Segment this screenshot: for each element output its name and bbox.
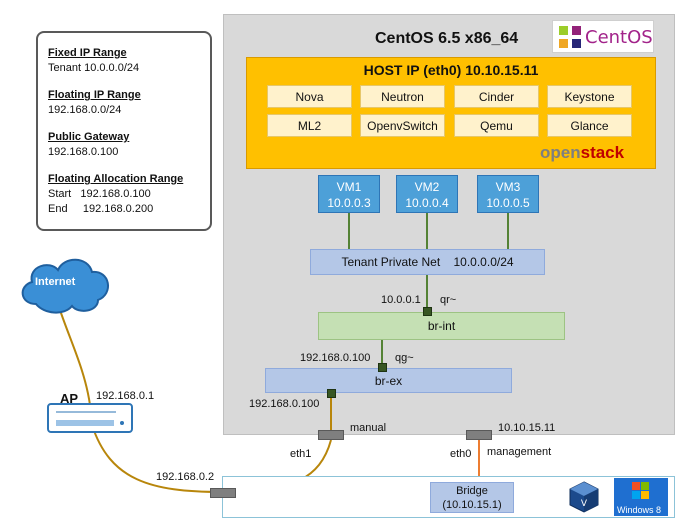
vm1-ip: 10.0.0.3 <box>327 196 371 210</box>
internet-label: Internet <box>35 276 76 288</box>
link-ap-internet <box>59 309 91 406</box>
centos-emblem-icon <box>557 24 583 50</box>
br-ex-bridge: br-ex <box>265 368 512 393</box>
vm3-ip: 10.0.0.5 <box>486 196 530 210</box>
eth1-port <box>318 430 344 440</box>
br-int-bridge: br-int <box>318 312 565 340</box>
internet-cloud-icon <box>21 258 109 314</box>
service-openvswitch: OpenvSwitch <box>360 114 445 137</box>
link-hostport-ap <box>91 424 223 493</box>
ip-info-panel: Fixed IP Range Tenant 10.0.0.0/24 Floati… <box>36 31 212 231</box>
brex-port <box>327 389 336 398</box>
virtualbox-icon: V <box>569 481 599 513</box>
qr-ip-label: 10.0.0.1 <box>381 294 421 306</box>
windows8-label: Windows 8 <box>617 505 662 515</box>
eth0-port <box>466 430 492 440</box>
qr-port <box>423 307 432 316</box>
bridge-label: Bridge <box>456 485 488 497</box>
openstack-logo-part2: stack <box>580 143 625 162</box>
host-physical-ip-label: 192.168.0.2 <box>156 471 215 483</box>
allocation-start: Start 192.168.0.100 <box>48 188 151 200</box>
brex-ip-label: 192.168.0.100 <box>249 398 320 410</box>
eth1-label: eth1 <box>290 448 312 460</box>
gateway-title: Public Gateway <box>48 131 130 143</box>
floating-ip-value: 192.168.0.0/24 <box>48 104 122 116</box>
host-ip-title: HOST IP (eth0) 10.10.15.11 <box>363 62 539 78</box>
qg-ip-label: 192.168.0.100 <box>300 352 371 364</box>
eth0-ip-label: 10.10.15.11 <box>498 422 556 434</box>
vm1-name: VM1 <box>336 180 362 194</box>
ap-ip-label: 192.168.0.1 <box>96 390 155 402</box>
vm3-name: VM3 <box>495 180 521 194</box>
ap-label: AP <box>60 391 79 406</box>
windows8-logo: Windows 8 <box>614 478 668 516</box>
host-physical-port <box>210 488 236 498</box>
openstack-logo-part1: open <box>540 143 581 162</box>
service-ml2: ML2 <box>267 114 352 137</box>
qg-port <box>378 363 387 372</box>
openstack-panel <box>246 57 656 169</box>
service-glance: Glance <box>547 114 632 137</box>
vm2-name: VM2 <box>414 180 440 194</box>
management-label: management <box>487 446 552 458</box>
allocation-title: Floating Allocation Range <box>48 173 184 185</box>
service-keystone: Keystone <box>547 85 632 108</box>
qg-label: qg~ <box>395 352 414 364</box>
service-nova: Nova <box>267 85 352 108</box>
fixed-ip-value: Tenant 10.0.0.0/24 <box>48 62 140 74</box>
windows-flag-icon <box>632 482 649 499</box>
bridge-ip-label: (10.10.15.1) <box>442 499 502 511</box>
manual-label: manual <box>350 422 387 434</box>
openstack-logo: openstack <box>540 143 624 163</box>
qr-label: qr~ <box>440 294 457 306</box>
svg-text:V: V <box>581 499 588 509</box>
vm2: VM2 10.0.0.4 <box>396 175 458 213</box>
os-title: CentOS 6.5 x86_64 <box>375 30 519 47</box>
floating-ip-title: Floating IP Range <box>48 89 141 101</box>
vm2-ip: 10.0.0.4 <box>405 196 449 210</box>
centos-logo: CentOS <box>552 20 654 53</box>
vm3: VM3 10.0.0.5 <box>477 175 539 213</box>
ap-router-icon <box>47 403 133 433</box>
gateway-value: 192.168.0.100 <box>48 146 119 158</box>
bridge-adapter: Bridge (10.10.15.1) <box>430 482 514 513</box>
fixed-ip-title: Fixed IP Range <box>48 47 127 59</box>
centos-logo-text: CentOS <box>585 27 653 48</box>
eth0-label: eth0 <box>450 448 472 460</box>
service-neutron: Neutron <box>360 85 445 108</box>
tenant-private-net: Tenant Private Net 10.0.0.0/24 <box>310 249 545 275</box>
service-cinder: Cinder <box>454 85 539 108</box>
vm1: VM1 10.0.0.3 <box>318 175 380 213</box>
service-qemu: Qemu <box>454 114 539 137</box>
allocation-end: End 192.168.0.200 <box>48 203 154 215</box>
